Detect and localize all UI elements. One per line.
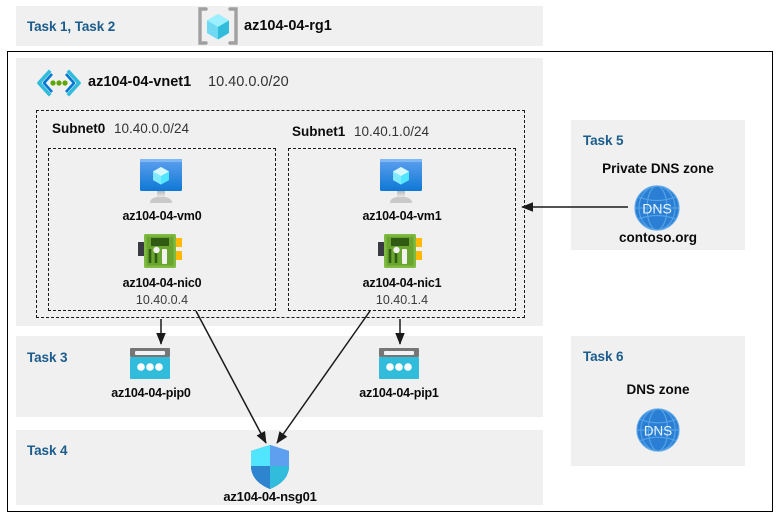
task-label-resource-group: Task 1, Task 2 [27, 19, 116, 34]
dns-globe-icon: DNS [634, 407, 682, 453]
task-label-public-dns: Task 6 [583, 349, 624, 364]
resource-group-name: az104-04-rg1 [244, 18, 332, 34]
public-ip-address-icon [377, 346, 421, 382]
subnet0-box [48, 148, 276, 311]
private-dns-title: Private DNS zone [602, 161, 714, 176]
vnet-panel [16, 58, 543, 326]
vnet-name: az104-04-vnet1 [88, 74, 192, 90]
vm0-label: az104-04-vm0 [122, 209, 202, 223]
dns-icon-text: DNS [644, 423, 672, 438]
nic1-ip: 10.40.1.4 [375, 293, 429, 307]
resource-group-header-panel [16, 6, 543, 46]
task-label-private-dns: Task 5 [583, 133, 624, 148]
resource-group-icon [196, 6, 240, 46]
private-dns-zone-name: contoso.org [619, 230, 697, 245]
virtual-machine-icon [132, 157, 190, 205]
virtual-machine-icon [372, 157, 430, 205]
resource-group-boundary [7, 51, 773, 512]
vnet-address-space: 10.40.0.0/20 [208, 74, 289, 90]
task-label-nsg: Task 4 [27, 443, 68, 458]
pip0-label: az104-04-pip0 [111, 386, 191, 400]
virtual-network-icon [36, 69, 82, 97]
nsg-label: az104-04-nsg01 [223, 489, 317, 504]
nic0-ip: 10.40.0.4 [135, 293, 189, 307]
network-security-group-icon [249, 444, 291, 490]
network-interface-icon [378, 232, 424, 270]
network-interface-icon [138, 232, 184, 270]
subnet0-cidr: 10.40.0.0/24 [114, 121, 190, 136]
subnet1-cidr: 10.40.1.0/24 [354, 124, 430, 139]
dns-icon-text: DNS [642, 201, 672, 217]
task-label-public-ip: Task 3 [27, 350, 68, 365]
nic0-label: az104-04-nic0 [122, 276, 202, 290]
vm1-label: az104-04-vm1 [362, 209, 442, 223]
subnet1-box [288, 148, 516, 311]
nic1-label: az104-04-nic1 [362, 276, 442, 290]
public-ip-panel [16, 336, 543, 417]
public-ip-address-icon [128, 346, 172, 382]
subnet0-name: Subnet0 [52, 121, 106, 136]
dns-globe-icon: DNS [632, 184, 682, 232]
public-dns-title: DNS zone [626, 382, 690, 397]
subnet1-name: Subnet1 [292, 124, 346, 139]
pip1-label: az104-04-pip1 [359, 386, 439, 400]
